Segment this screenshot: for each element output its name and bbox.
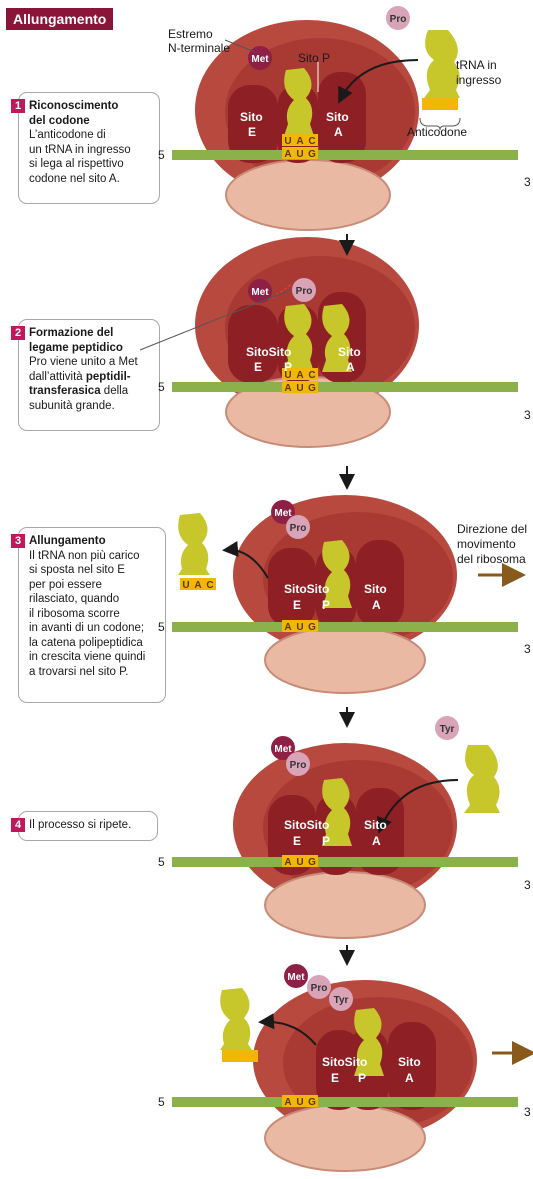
site-a-label: Sito [338,345,361,359]
met-label: Met [251,287,269,298]
site-e-letter: E [254,360,262,374]
pro-label: Pro [311,983,328,994]
label-5-stage5: 5 [158,1095,165,1109]
small-subunit [226,160,390,230]
stage-2 [140,237,518,447]
codon-letter: U [182,580,189,591]
mrna-strand [172,1097,518,1107]
site-a-label: Sito [364,818,387,832]
site-a-label: Sito [364,582,387,596]
label-ingresso: ingresso [456,73,502,87]
label-5-stage1: 5 [158,148,165,162]
site-e-letter: E [331,1071,339,1085]
label-n-terminale: N-terminale [168,41,230,55]
codon-letter: U [296,149,303,160]
site-e-letter: E [293,834,301,848]
met-label: Met [274,508,292,519]
tyr-label: Tyr [440,724,455,735]
codon-letter: C [206,580,213,591]
site-a-label: Sito [398,1055,421,1069]
pro-label: Pro [296,286,313,297]
site-a-letter: A [405,1071,414,1085]
site-p-letter: P [322,598,330,612]
site-p-letter: P [322,834,330,848]
label-3-stage2: 3 [524,408,531,422]
codon-letter: G [308,149,316,160]
codon-letter: U [296,857,303,868]
site-e-label: Sito [240,110,263,124]
met-label: Met [274,744,292,755]
stage-4 [172,716,518,938]
label-sito-p: Sito P [298,51,330,65]
small-subunit [265,1105,425,1171]
met-label: Met [287,972,305,983]
mrna-strand [172,150,518,160]
pro-label: Pro [290,760,307,771]
anticodon-exiting [222,1050,258,1062]
trna-incoming [424,30,460,98]
codon-letter: C [308,136,315,147]
small-subunit [265,627,425,693]
label-3-stage5: 3 [524,1105,531,1119]
trna-incoming [464,745,500,813]
mrna-strand [172,622,518,632]
label-direzione-3: del ribosoma [457,552,526,566]
codon-letter: C [308,370,315,381]
codon-letter: U [284,370,291,381]
label-5-stage3: 5 [158,620,165,634]
codon-letter: G [308,857,316,868]
site-a-label: Sito [326,110,349,124]
codon-letter: A [296,370,303,381]
codon-letter: A [284,857,291,868]
label-3-stage1: 3 [524,175,531,189]
sitosito-label: SitoSito [284,582,329,596]
site-a-letter: A [334,125,343,139]
codon-letter: G [308,383,316,394]
anticodon-incoming [422,98,458,110]
codon-letter: A [296,136,303,147]
pro-label: Pro [290,523,307,534]
tyr-label: Tyr [334,995,349,1006]
codon-letter: A [284,149,291,160]
label-5-stage2: 5 [158,380,165,394]
label-5-stage4: 5 [158,855,165,869]
sitosito-label: SitoSito [284,818,329,832]
sitosito-label: SitoSito [246,345,291,359]
pro-label: Pro [390,14,407,25]
codon-letter: U [296,1097,303,1108]
small-subunit [265,872,425,938]
codon-letter: A [284,622,291,633]
mrna-strand [172,857,518,867]
codon-letter: U [296,383,303,394]
codon-letter: G [308,1097,316,1108]
codon-letter: A [284,1097,291,1108]
codon-letter: U [296,622,303,633]
codon-letter: A [194,580,201,591]
site-e-letter: E [248,125,256,139]
codon-letter: U [284,136,291,147]
label-3-stage3: 3 [524,642,531,656]
site-a-letter: A [372,834,381,848]
label-estremo: Estremo [168,27,213,41]
codon-letter: A [284,383,291,394]
mrna-strand [172,382,518,392]
label-direzione-2: movimento [457,537,516,551]
sitosito-label: SitoSito [322,1055,367,1069]
trna-exiting [220,988,252,1050]
site-p-letter: P [358,1071,366,1085]
label-direzione-1: Direzione del [457,522,527,536]
codon-letter: G [308,622,316,633]
label-trna-in: tRNA in [456,58,497,72]
site-e [228,305,278,383]
trna-exiting [178,513,210,575]
label-anticodone: Anticodone [407,125,467,139]
site-a-letter: A [346,360,355,374]
site-a-letter: A [372,598,381,612]
site-e-letter: E [293,598,301,612]
met-label: Met [251,54,269,65]
label-3-stage4: 3 [524,878,531,892]
